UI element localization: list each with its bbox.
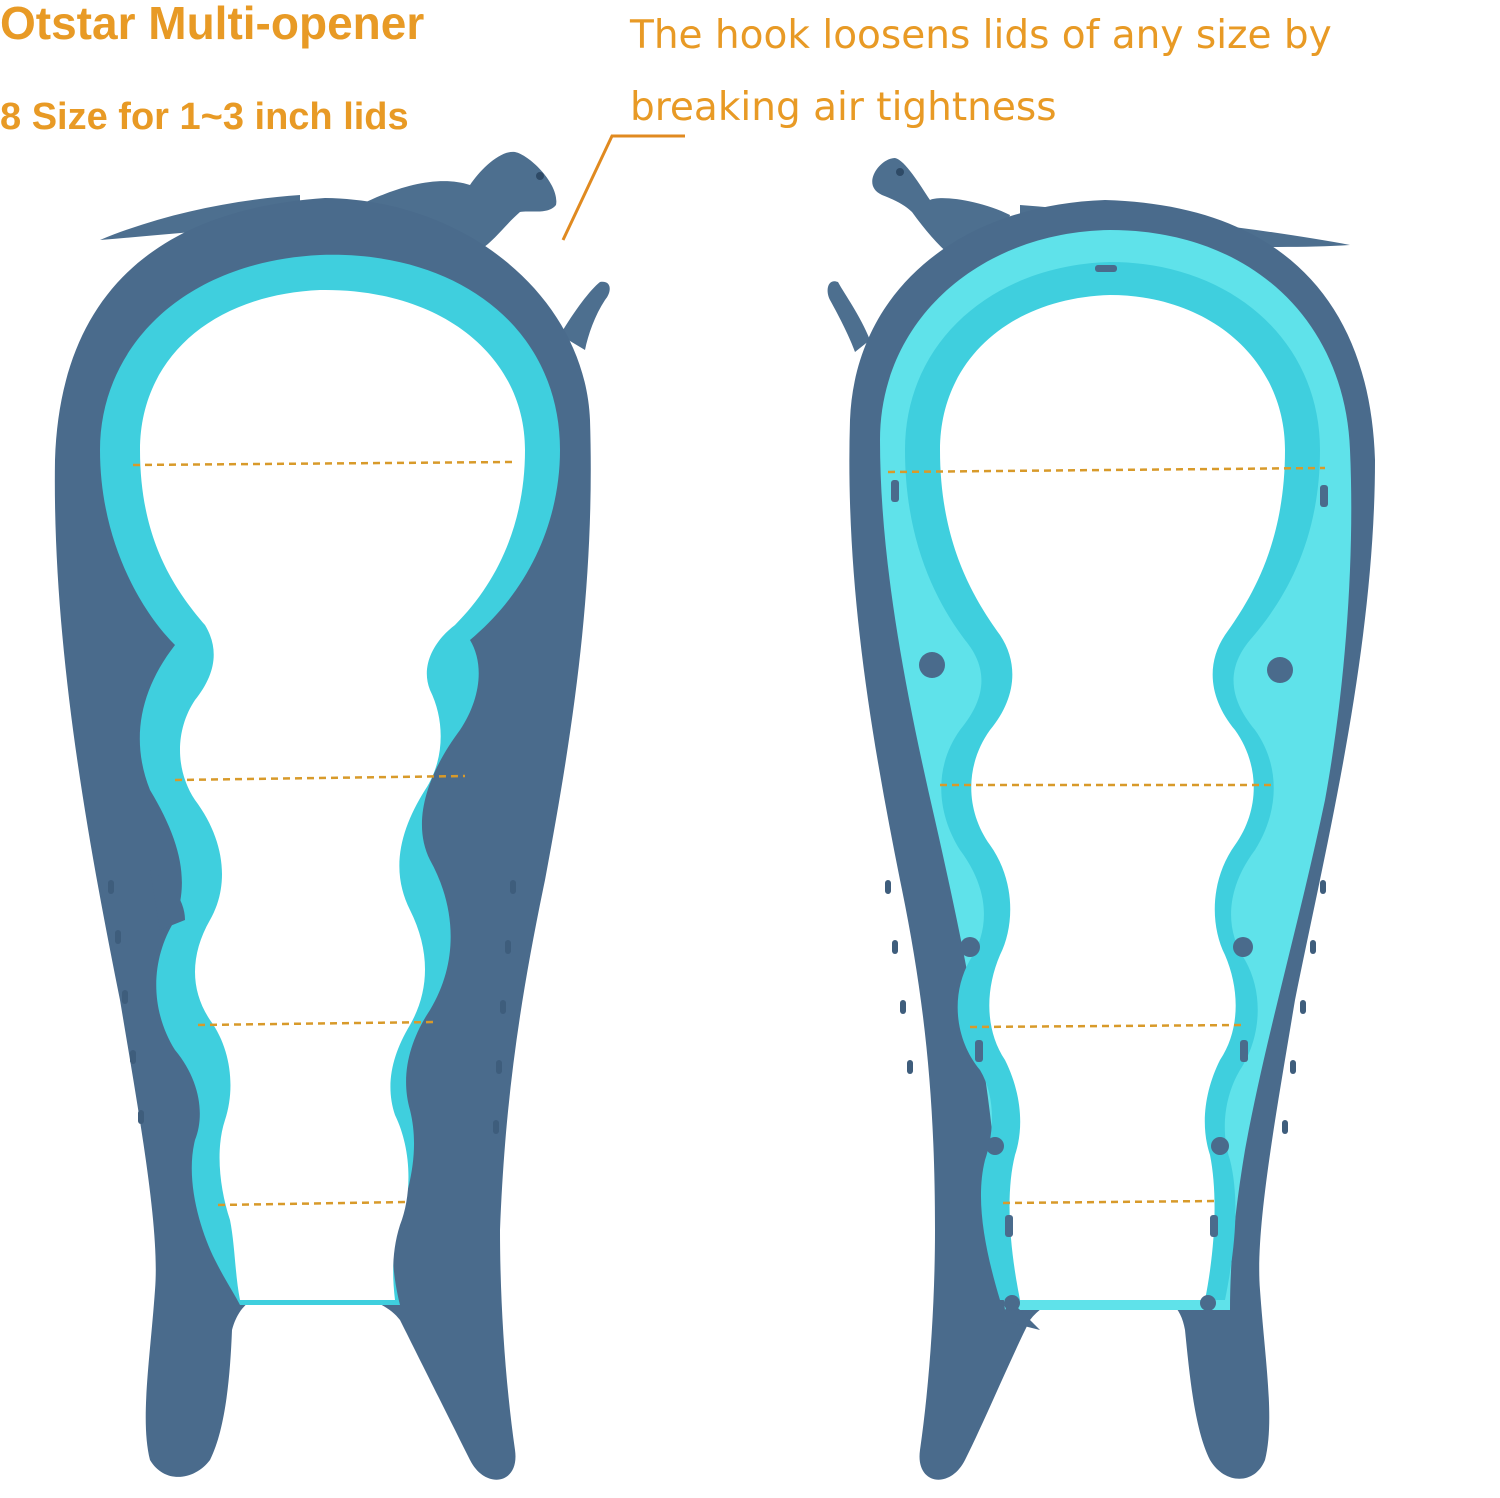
product-title: Otstar Multi-opener — [0, 0, 425, 49]
right-opener — [827, 158, 1375, 1480]
right-lid-cavity — [940, 295, 1285, 1300]
left-guide-line-2 — [174, 774, 466, 782]
left-guide-line-3 — [197, 1020, 438, 1027]
left-blade — [100, 195, 300, 240]
left-opener — [54, 151, 610, 1480]
left-guide-line-1 — [132, 460, 513, 467]
callout-line-1: The hook loosens lids of any size by — [630, 13, 1332, 58]
hook-callout: The hook loosens lids of any size by bre… — [630, 0, 1490, 144]
callout-leader-line — [561, 134, 685, 241]
callout-line-2: breaking air tightness — [630, 85, 1057, 130]
size-subtitle: 8 Size for 1~3 inch lids — [0, 96, 409, 138]
right-guide-line-3 — [969, 1023, 1246, 1029]
right-rivets — [891, 265, 1328, 1311]
left-lid-cavity — [140, 289, 525, 1300]
left-guide-line-4 — [217, 1200, 409, 1207]
right-guide-line-1 — [887, 466, 1326, 474]
